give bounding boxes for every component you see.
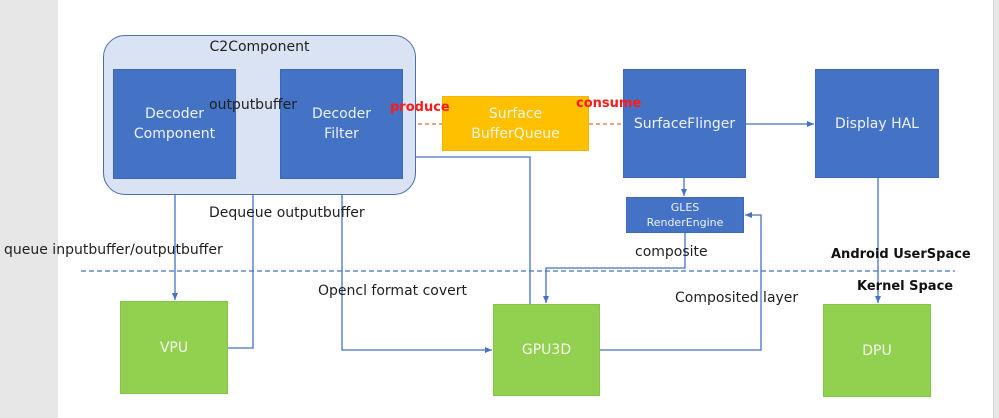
edge-gpu3d-to-filter (404, 154, 531, 304)
label-composited-layer: Composited layer (675, 290, 799, 306)
node-label: DPU (862, 342, 892, 359)
right-scrollbar-gutter (993, 0, 999, 418)
node-label: GLES (670, 201, 700, 214)
label-produce: produce (390, 100, 450, 115)
label-queue-buffers: queue inputbuffer/outputbuffer (4, 242, 223, 258)
node-surfaceflinger: SurfaceFlinger (623, 69, 746, 178)
node-vpu: VPU (120, 301, 228, 394)
node-dpu: DPU (823, 304, 931, 397)
node-label: SurfaceFlinger (633, 115, 736, 132)
node-gles-renderengine: GLES RenderEngine (626, 197, 744, 233)
label-dequeue-outputbuffer: Dequeue outputbuffer (209, 205, 365, 221)
node-label: Component (133, 126, 216, 142)
node-label: GPU3D (521, 342, 572, 358)
node-label: RenderEngine (646, 216, 724, 229)
node-label: VPU (159, 339, 189, 356)
label-outputbuffer: outputbuffer (209, 97, 297, 113)
c2component-title: C2Component (209, 39, 310, 55)
node-display-hal: Display HAL (815, 69, 939, 178)
label-android-userspace: Android UserSpace (831, 247, 971, 262)
node-gpu3d: GPU3D (493, 304, 600, 396)
left-gutter (0, 0, 58, 418)
node-label: Surface (488, 105, 543, 122)
label-composite: composite (635, 244, 708, 260)
node-label: BufferQueue (471, 125, 560, 142)
label-opencl-format-convert: Opencl format covert (318, 283, 467, 299)
node-label: Decoder (145, 106, 204, 122)
edge-gpu3d-composited-to-gles (600, 212, 762, 351)
node-label: Decoder (312, 106, 371, 122)
label-kernel-space: Kernel Space (857, 279, 954, 294)
node-label: Filter (324, 126, 359, 142)
node-label: Display HAL (835, 115, 919, 132)
label-consume: consume (576, 96, 642, 111)
